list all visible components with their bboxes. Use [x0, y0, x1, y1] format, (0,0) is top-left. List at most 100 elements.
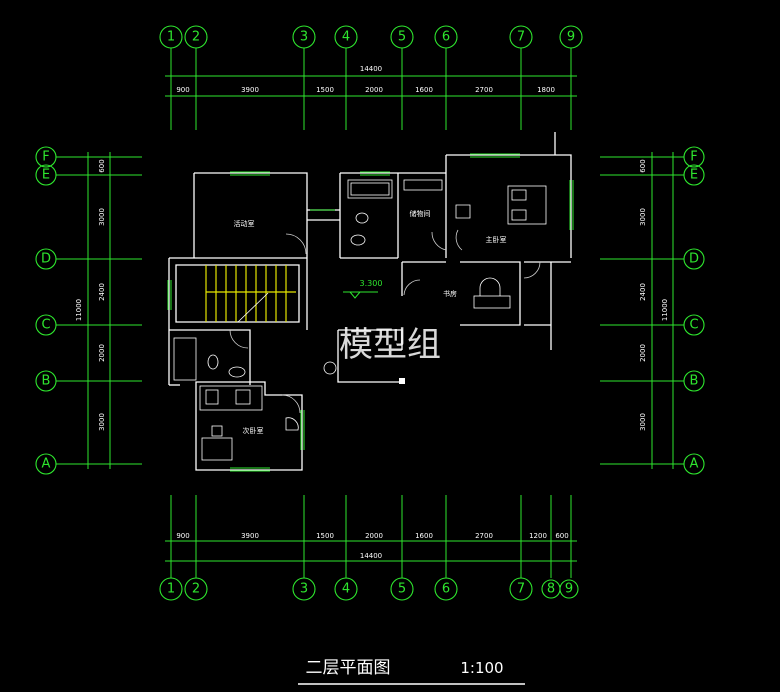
axis-bubble-left-B: B	[35, 370, 57, 392]
dim-bottom-8: 600	[555, 532, 568, 540]
bathtub	[347, 179, 393, 199]
dim-bottom-6: 2700	[475, 532, 493, 540]
total-depth-right: 11000	[661, 299, 669, 321]
drawing-title-block: 二层平面图 1:100	[298, 658, 525, 685]
plant	[323, 361, 337, 375]
dim-top-5: 1600	[415, 86, 433, 94]
drawing-title: 二层平面图	[306, 658, 391, 678]
dim-left-2: 3000	[98, 208, 106, 226]
staircase	[205, 265, 296, 323]
axis-bubble-right-B: B	[683, 370, 705, 392]
svg-text:B: B	[690, 374, 699, 389]
secondary-desk	[201, 437, 233, 461]
axis-bubble-bottom-6: 6	[434, 577, 458, 601]
dim-right-3: 2400	[639, 283, 647, 301]
svg-text:C: C	[689, 318, 698, 333]
svg-text:B: B	[42, 374, 51, 389]
dim-bottom-7: 1200	[529, 532, 547, 540]
svg-text:3.300: 3.300	[360, 279, 383, 288]
room-label-master: 主卧室	[486, 235, 507, 244]
dim-left-1: 600	[98, 159, 106, 172]
dim-top-3: 1500	[316, 86, 334, 94]
svg-text:8: 8	[547, 582, 555, 597]
dim-bottom-2: 3900	[241, 532, 259, 540]
axis-bubble-top-6: 6	[434, 25, 458, 49]
column-marker	[399, 378, 405, 384]
axis-bubble-left-C: C	[35, 314, 57, 336]
study-chair	[479, 277, 501, 296]
doors	[229, 229, 541, 414]
toilet	[355, 212, 369, 224]
dim-top-1: 900	[176, 86, 189, 94]
svg-text:2: 2	[192, 582, 200, 597]
top-dimension-lines: 14400 900 3900 1500 2000 1600 2700 1800	[165, 48, 577, 130]
svg-text:6: 6	[442, 30, 450, 45]
room-label-storage: 储物间	[410, 209, 431, 218]
svg-text:9: 9	[565, 582, 573, 597]
axis-bubble-bottom-9: 9	[559, 579, 579, 599]
svg-text:4: 4	[342, 30, 350, 45]
dim-left-5: 3000	[98, 413, 106, 431]
left-axis-bubbles: F E D C B A	[35, 146, 57, 475]
dim-top-7: 1800	[537, 86, 555, 94]
dim-right-1: 600	[639, 159, 647, 172]
svg-text:7: 7	[517, 582, 525, 597]
watermark-text: 模型组	[339, 325, 441, 365]
dim-left-3: 2400	[98, 283, 106, 301]
axis-bubble-right-C: C	[683, 314, 705, 336]
wardrobe	[199, 385, 263, 411]
svg-text:7: 7	[517, 30, 525, 45]
svg-text:6: 6	[442, 582, 450, 597]
bathtub-left	[173, 337, 197, 381]
axis-bubble-right-F: F	[683, 146, 705, 168]
axis-bubble-left-F: F	[35, 146, 57, 168]
svg-text:2: 2	[192, 30, 200, 45]
desk	[473, 295, 511, 309]
dim-right-4: 2000	[639, 344, 647, 362]
bottom-dimension-lines: 900 3900 1500 2000 1600 2700 1200 600 14…	[165, 495, 577, 578]
axis-bubble-bottom-4: 4	[334, 577, 358, 601]
room-label-activity: 活动室	[234, 219, 255, 228]
sink	[350, 234, 366, 246]
svg-text:F: F	[42, 150, 49, 165]
dim-top-2: 3900	[241, 86, 259, 94]
elevation-marker: 3.300	[343, 279, 383, 299]
svg-text:9: 9	[567, 30, 575, 45]
axis-bubble-left-E: E	[35, 164, 57, 186]
axis-bubble-top-9: 9	[559, 25, 583, 49]
total-width-bottom: 14400	[360, 552, 382, 560]
svg-text:5: 5	[398, 582, 406, 597]
svg-text:4: 4	[342, 582, 350, 597]
drawing-scale: 1:100	[460, 659, 503, 677]
axis-bubble-right-E: E	[683, 164, 705, 186]
axis-bubble-bottom-2: 2	[184, 577, 208, 601]
furniture	[173, 179, 547, 461]
total-depth-left: 11000	[75, 299, 83, 321]
dim-right-5: 3000	[639, 413, 647, 431]
room-label-study: 书房	[443, 289, 457, 298]
svg-text:A: A	[690, 457, 699, 472]
svg-text:1: 1	[167, 30, 175, 45]
axis-bubble-bottom-3: 3	[292, 577, 316, 601]
axis-bubble-bottom-1: 1	[159, 577, 183, 601]
dim-bottom-3: 1500	[316, 532, 334, 540]
room-label-secondary: 次卧室	[243, 426, 264, 435]
chair	[455, 204, 471, 219]
svg-text:D: D	[41, 252, 51, 267]
axis-bubble-left-D: D	[35, 248, 57, 270]
svg-text:C: C	[41, 318, 50, 333]
top-axis-bubbles: 1 2 3 4 5 6 7 9	[159, 25, 583, 49]
svg-text:3: 3	[300, 582, 308, 597]
svg-text:1: 1	[167, 582, 175, 597]
axis-bubble-right-D: D	[683, 248, 705, 270]
total-width-top: 14400	[360, 65, 382, 73]
svg-text:F: F	[690, 150, 697, 165]
building-walls	[168, 132, 572, 471]
dim-bottom-1: 900	[176, 532, 189, 540]
dim-top-6: 2700	[475, 86, 493, 94]
svg-text:E: E	[42, 168, 50, 183]
dim-top-4: 2000	[365, 86, 383, 94]
dim-left-4: 2000	[98, 344, 106, 362]
